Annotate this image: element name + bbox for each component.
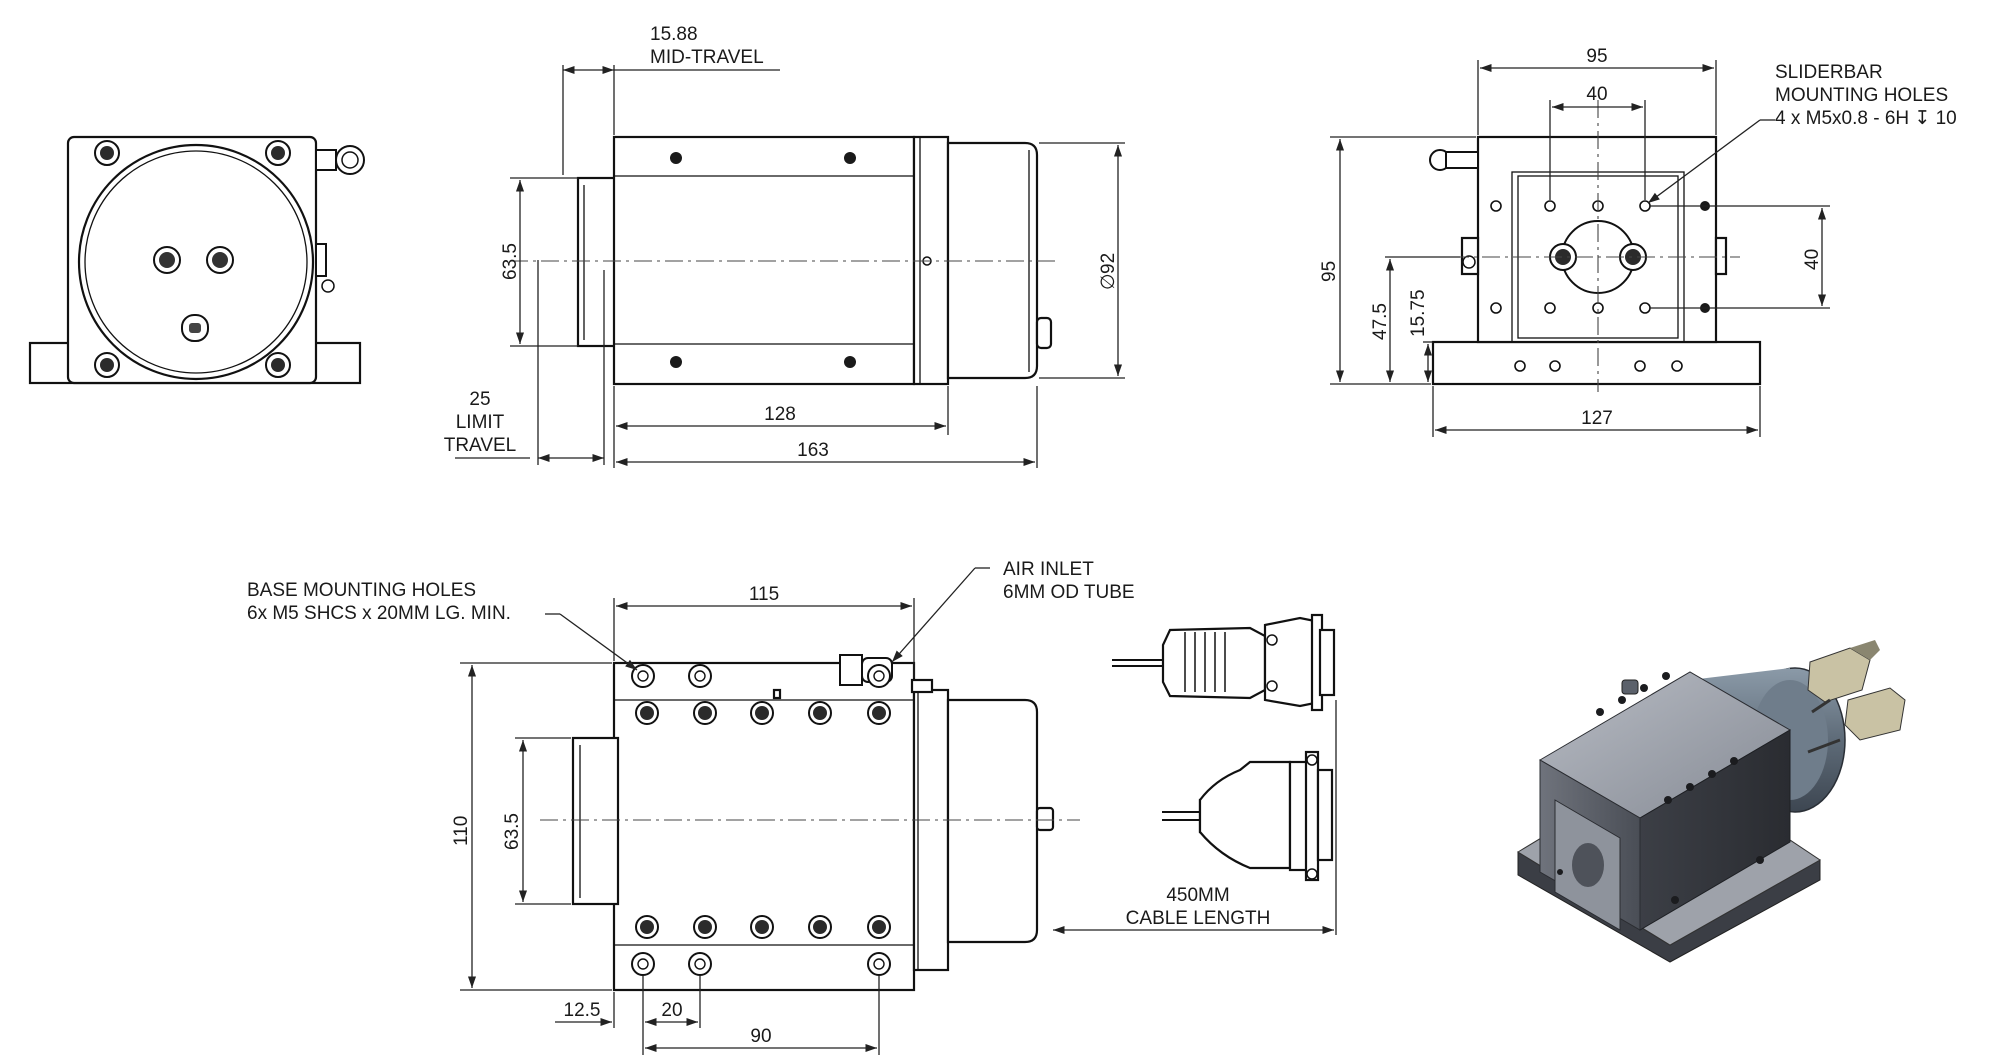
end-slider-center: 15.75 bbox=[1408, 289, 1429, 337]
side-view: 15.88 MID-TRAVEL 63.5 25 LIMIT TRAVEL 12… bbox=[444, 24, 1125, 468]
end-view: 95 40 95 47.5 15.75 40 127 SLIDERBAR MO bbox=[1319, 46, 1957, 437]
limit-travel-word2: TRAVEL bbox=[444, 435, 517, 456]
slider-callout-line1: SLIDERBAR bbox=[1775, 62, 1883, 83]
end-center-height: 47.5 bbox=[1370, 303, 1391, 340]
slider-callout-line3: 4 x M5x0.8 - 6H ↧ 10 bbox=[1775, 108, 1957, 129]
air-fitting-icon bbox=[315, 145, 365, 293]
edge-offset: 12.5 bbox=[564, 1000, 601, 1021]
limit-travel-value: 25 bbox=[469, 389, 490, 410]
connector-pin-icon bbox=[153, 246, 234, 342]
slider-callout-line2: MOUNTING HOLES bbox=[1775, 85, 1948, 106]
air-fitting-icon bbox=[1429, 149, 1479, 269]
mid-travel-label: MID-TRAVEL bbox=[650, 47, 764, 68]
base-holes-line2: 6x M5 SHCS x 20MM LG. MIN. bbox=[247, 603, 511, 624]
end-hole-vertical-spacing: 40 bbox=[1802, 249, 1823, 270]
mounting-hole-icon bbox=[1490, 200, 1710, 372]
front-view bbox=[28, 135, 365, 385]
top-length: 115 bbox=[749, 584, 779, 605]
cable-length-line1: 450MM bbox=[1166, 885, 1229, 906]
base-screw-icon bbox=[631, 664, 891, 976]
side-shaft-height: 63.5 bbox=[500, 243, 521, 280]
screw-icon bbox=[1557, 672, 1764, 904]
limit-travel-word1: LIMIT bbox=[456, 412, 505, 433]
cable-length-line2: CABLE LENGTH bbox=[1126, 908, 1271, 929]
end-height: 95 bbox=[1319, 261, 1340, 282]
body-length: 128 bbox=[764, 404, 796, 425]
top-view: 115 110 63.5 12.5 20 90 BASE MOUNTING HO… bbox=[247, 559, 1135, 1055]
slider-bolt-icon bbox=[1549, 243, 1647, 271]
diameter-value: 92 bbox=[1098, 253, 1119, 274]
hole-span: 90 bbox=[750, 1026, 771, 1047]
hole-pitch: 20 bbox=[661, 1000, 682, 1021]
base-holes-line1: BASE MOUNTING HOLES bbox=[247, 580, 476, 601]
end-base-width: 127 bbox=[1581, 408, 1613, 429]
air-inlet-line2: 6MM OD TUBE bbox=[1003, 582, 1135, 603]
end-hole-spacing: 40 bbox=[1586, 84, 1607, 105]
top-width: 110 bbox=[451, 816, 472, 846]
cable-connectors: 450MM CABLE LENGTH bbox=[1053, 613, 1337, 935]
air-inlet-line1: AIR INLET bbox=[1003, 559, 1094, 580]
top-screw-row-icon bbox=[635, 701, 891, 939]
isometric-render bbox=[1517, 640, 1906, 963]
diameter-symbol: ∅ bbox=[1098, 273, 1119, 290]
end-width: 95 bbox=[1586, 46, 1607, 67]
dowel-dot-icon bbox=[670, 152, 856, 368]
overall-length: 163 bbox=[797, 440, 829, 461]
mid-travel-value: 15.88 bbox=[650, 24, 698, 45]
corner-screw-icon bbox=[94, 140, 291, 378]
top-shaft-height: 63.5 bbox=[502, 813, 523, 850]
